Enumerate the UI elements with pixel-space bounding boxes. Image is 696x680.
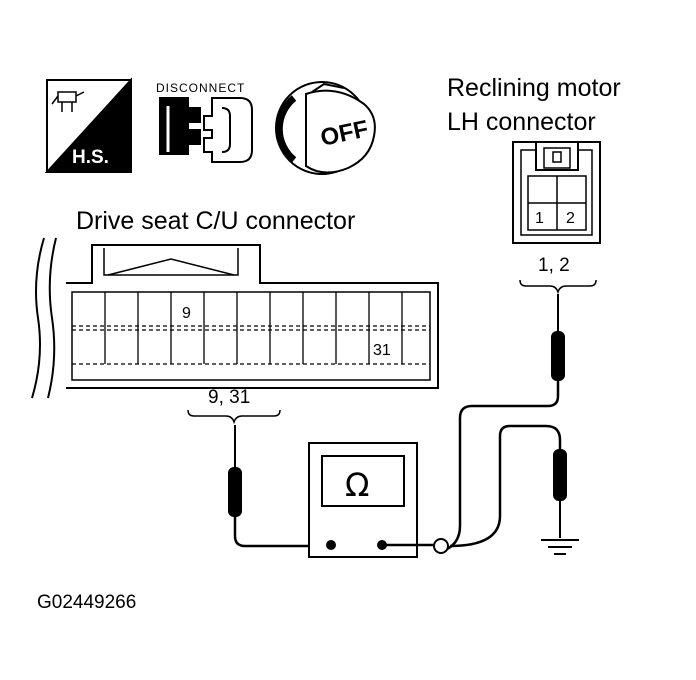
disconnect-icon bbox=[159, 97, 253, 163]
reclining-connector-title-line2: LH connector bbox=[447, 108, 596, 136]
ground-probe bbox=[449, 424, 579, 555]
drive-seat-connector bbox=[31, 237, 439, 399]
ohmmeter bbox=[308, 442, 449, 558]
drive-seat-connector-title: Drive seat C/U connector bbox=[76, 207, 355, 235]
hot-shot-label: H.S. bbox=[72, 147, 109, 168]
ohm-symbol: Ω bbox=[345, 466, 369, 504]
hot-shot-icon bbox=[44, 77, 132, 173]
test-probe-left bbox=[228, 425, 329, 548]
reclining-pin-1: 1 bbox=[535, 210, 544, 227]
drive-seat-pin-31: 31 bbox=[373, 342, 391, 359]
test-probe-right bbox=[439, 294, 565, 554]
reclining-connector-title-line1: Reclining motor bbox=[447, 74, 621, 102]
pin-brace-drive-seat bbox=[187, 409, 281, 425]
drive-seat-probe-label: 9, 31 bbox=[208, 387, 250, 408]
reclining-pin-2: 2 bbox=[566, 210, 575, 227]
reclining-motor-connector bbox=[512, 141, 601, 244]
drive-seat-pin-9: 9 bbox=[182, 305, 191, 322]
figure-id: G02449266 bbox=[37, 592, 136, 613]
disconnect-label: DISCONNECT bbox=[156, 81, 245, 95]
ignition-off-icon bbox=[275, 81, 376, 175]
pin-brace-reclining bbox=[519, 279, 597, 295]
reclining-probe-label: 1, 2 bbox=[538, 255, 570, 276]
